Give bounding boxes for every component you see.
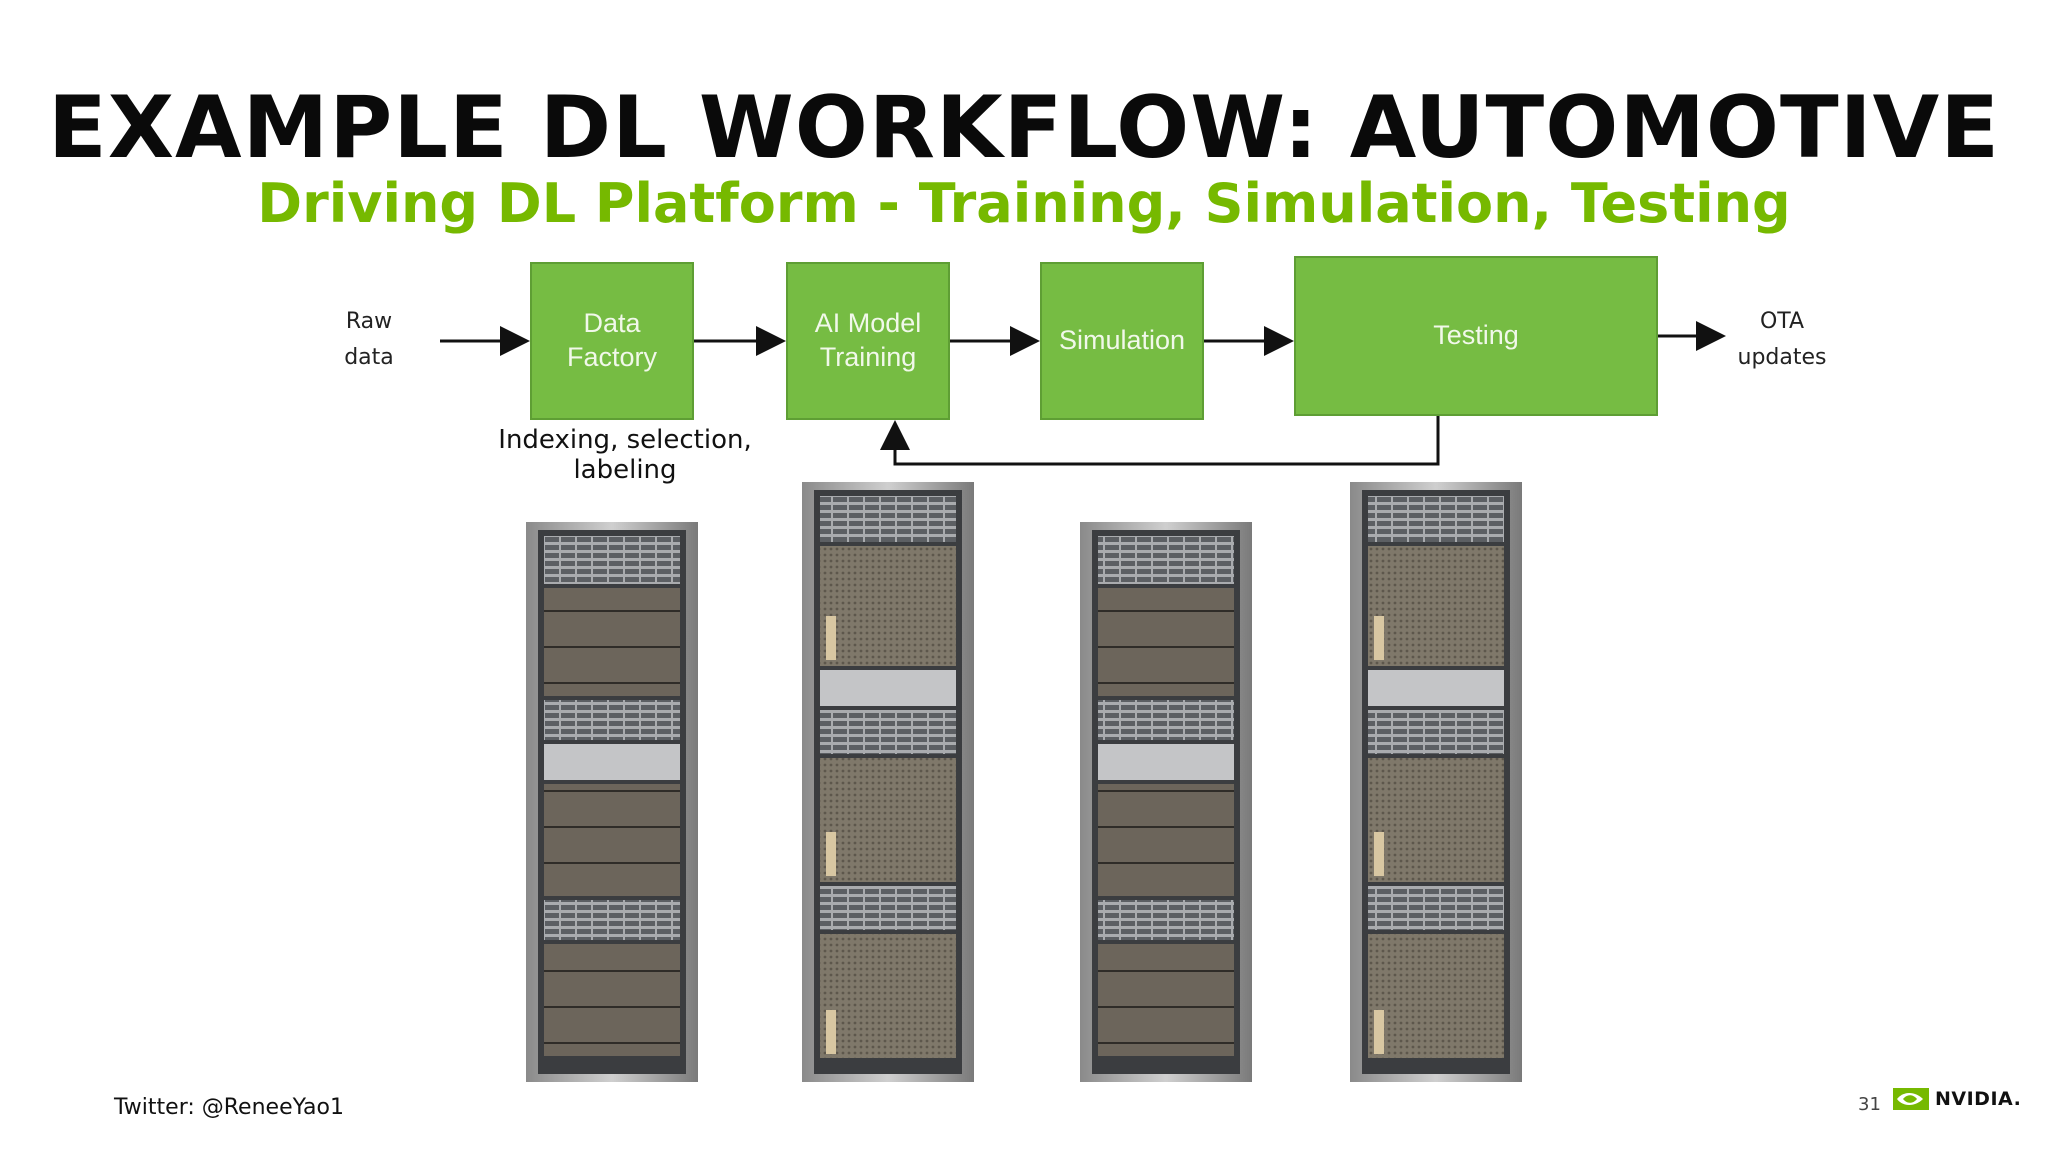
step-ai-model-training: AI Model Training bbox=[786, 262, 950, 420]
step-simulation-label: Simulation bbox=[1058, 325, 1186, 356]
slide-title: EXAMPLE DL WORKFLOW: AUTOMOTIVE bbox=[48, 78, 2000, 178]
dgx-rack-1 bbox=[802, 482, 974, 1082]
storage-rack-2 bbox=[1080, 522, 1252, 1082]
step-simulation: Simulation bbox=[1040, 262, 1204, 420]
data-factory-note: Indexing, selection, labeling bbox=[480, 425, 770, 486]
input-label: Raw data bbox=[338, 304, 400, 377]
nvidia-logo: NVIDIA. bbox=[1893, 1088, 2021, 1110]
storage-rack-1 bbox=[526, 522, 698, 1082]
twitter-handle: Twitter: @ReneeYao1 bbox=[114, 1095, 344, 1120]
nvidia-wordmark: NVIDIA. bbox=[1935, 1088, 2022, 1110]
step-data-factory: Data Factory bbox=[530, 262, 694, 420]
note-line2: labeling bbox=[573, 454, 677, 485]
page-number: 31 bbox=[1858, 1094, 1881, 1115]
nvidia-eye-icon bbox=[1893, 1088, 1929, 1110]
step-data-factory-line2: Factory bbox=[566, 342, 658, 372]
step-training-line2: Training bbox=[819, 342, 917, 372]
step-data-factory-line1: Data bbox=[583, 308, 641, 339]
dgx-rack-2 bbox=[1350, 482, 1522, 1082]
input-label-line1: Raw bbox=[345, 309, 393, 334]
step-testing-label: Testing bbox=[1433, 320, 1519, 351]
input-label-line2: data bbox=[344, 345, 394, 371]
step-training-line1: AI Model bbox=[814, 308, 922, 339]
step-testing: Testing bbox=[1294, 256, 1658, 416]
output-label-line2: updates bbox=[1737, 345, 1827, 371]
feedback-loop-arrow bbox=[880, 414, 1440, 466]
note-line1: Indexing, selection, bbox=[498, 425, 752, 455]
slide-subtitle: Driving DL Platform - Training, Simulati… bbox=[257, 172, 1791, 235]
output-label-line1: OTA bbox=[1759, 309, 1805, 334]
output-label: OTA updates bbox=[1730, 304, 1834, 377]
